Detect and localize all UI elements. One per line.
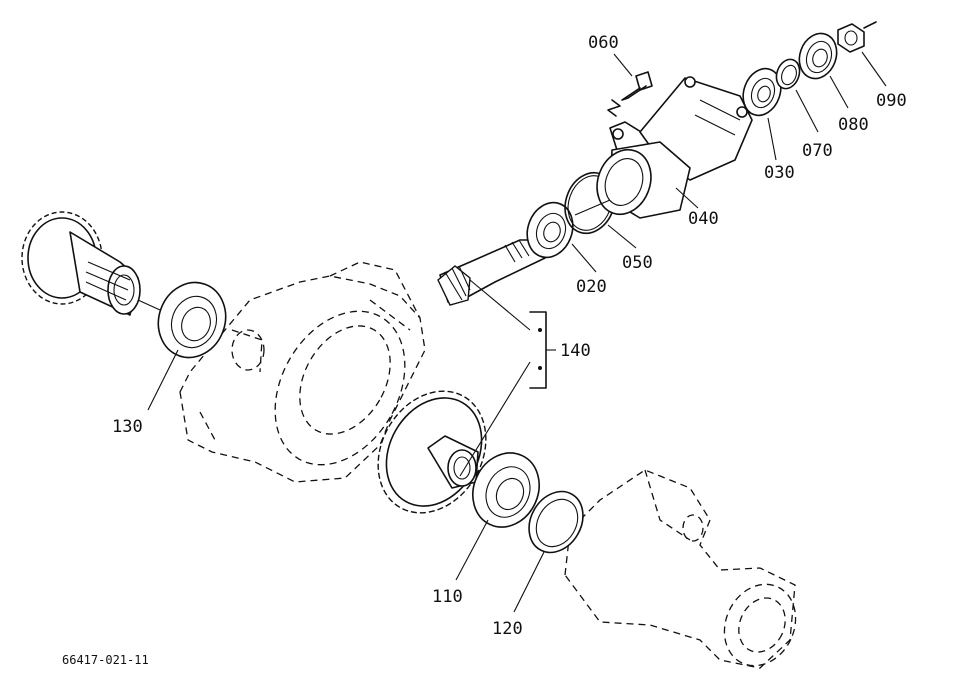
label-050: 050 — [622, 253, 653, 273]
assembly-axis-lines — [137, 199, 611, 477]
label-070: 070 — [802, 141, 833, 161]
drawing-code: 66417-021-11 — [62, 653, 149, 667]
label-140: 140 — [560, 341, 591, 361]
bolt-060 — [607, 71, 653, 117]
ring-120 — [528, 490, 584, 554]
label-040: 040 — [688, 209, 719, 229]
label-120: 120 — [492, 619, 523, 639]
bearing-020 — [526, 201, 574, 259]
rear-cover-housing — [564, 469, 797, 669]
nut-090 — [837, 21, 877, 53]
label-030: 030 — [764, 163, 795, 183]
part-labels: 060 090 080 070 030 040 050 020 140 130 … — [112, 33, 907, 639]
bearing-030 — [742, 67, 782, 117]
bearing-110 — [472, 452, 540, 528]
oil-seal-080 — [798, 32, 838, 80]
collar-070 — [775, 58, 801, 90]
bearing-130 — [157, 281, 227, 359]
label-090: 090 — [876, 91, 907, 111]
assembly-bracket-140 — [529, 311, 556, 389]
label-060: 060 — [588, 33, 619, 53]
label-020: 020 — [576, 277, 607, 297]
leader-lines — [147, 51, 887, 613]
bevel-pinion-shaft — [437, 239, 546, 306]
label-080: 080 — [838, 115, 869, 135]
label-130: 130 — [112, 417, 143, 437]
input-shaft-gear — [21, 211, 141, 316]
bearing-case-040 — [596, 76, 753, 219]
bevel-gear — [377, 390, 487, 514]
gear-case-housing — [179, 261, 426, 483]
label-110: 110 — [432, 587, 463, 607]
